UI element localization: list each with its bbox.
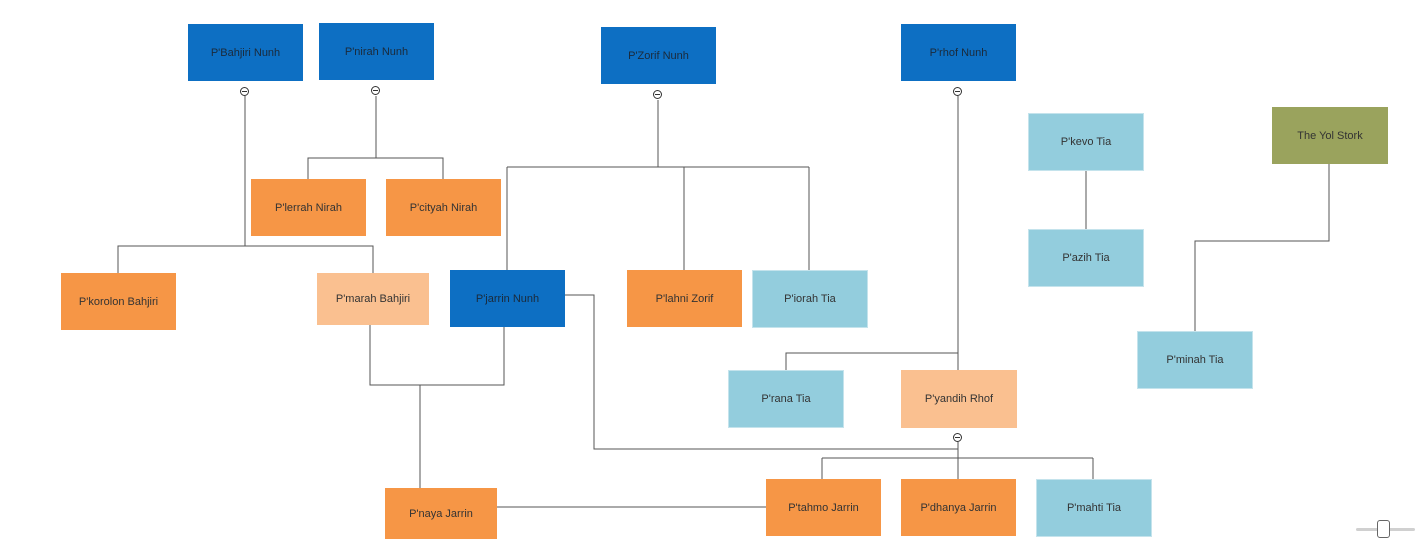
node-rana-tia[interactable]: P'rana Tia — [728, 370, 844, 428]
node-naya-jarrin[interactable]: P'naya Jarrin — [385, 488, 497, 539]
node-jarrin-nunh[interactable]: P'jarrin Nunh — [450, 270, 565, 327]
node-lahni-zorif[interactable]: P'lahni Zorif — [627, 270, 742, 327]
node-nirah-nunh[interactable]: P'nirah Nunh — [319, 23, 434, 80]
node-azih-tia[interactable]: P'azih Tia — [1028, 229, 1144, 287]
zoom-slider-handle[interactable] — [1377, 520, 1390, 538]
node-minah-tia[interactable]: P'minah Tia — [1137, 331, 1253, 389]
link-stork-minah — [1194, 164, 1330, 331]
node-yandih-rhof[interactable]: P'yandih Rhof — [901, 370, 1017, 428]
link-marah-jarrin-couple — [369, 325, 505, 386]
node-tahmo-jarrin[interactable]: P'tahmo Jarrin — [766, 479, 881, 536]
node-yol-stork[interactable]: The Yol Stork — [1272, 107, 1388, 164]
node-lerrah-nirah[interactable]: P'lerrah Nirah — [251, 179, 366, 236]
collapse-toggle-zorif[interactable] — [653, 90, 662, 99]
node-cityah-nirah[interactable]: P'cityah Nirah — [386, 179, 501, 236]
node-marah-bahjiri[interactable]: P'marah Bahjiri — [317, 273, 429, 325]
link-rhof-rana — [785, 352, 958, 370]
node-kevo-tia[interactable]: P'kevo Tia — [1028, 113, 1144, 171]
link-jarrin-yandih — [565, 294, 958, 450]
collapse-toggle-bahjiri[interactable] — [240, 87, 249, 96]
node-mahti-tia[interactable]: P'mahti Tia — [1036, 479, 1152, 537]
collapse-toggle-nirah[interactable] — [371, 86, 380, 95]
link-bahjiri-children — [117, 96, 246, 273]
node-korolon-bahjiri[interactable]: P'korolon Bahjiri — [61, 273, 176, 330]
node-dhanya-jarrin[interactable]: P'dhanya Jarrin — [901, 479, 1016, 536]
link-nirah-children — [307, 96, 377, 179]
link-nirah-cityah — [376, 157, 444, 179]
node-zorif-nunh[interactable]: P'Zorif Nunh — [601, 27, 716, 84]
link-bahjiri-marah — [245, 245, 374, 273]
collapse-toggle-rhof[interactable] — [953, 87, 962, 96]
collapse-toggle-yandih[interactable] — [953, 433, 962, 442]
node-iorah-tia[interactable]: P'iorah Tia — [752, 270, 868, 328]
node-rhof-nunh[interactable]: P'rhof Nunh — [901, 24, 1016, 81]
node-bahjiri-nunh[interactable]: P'Bahjiri Nunh — [188, 24, 303, 81]
